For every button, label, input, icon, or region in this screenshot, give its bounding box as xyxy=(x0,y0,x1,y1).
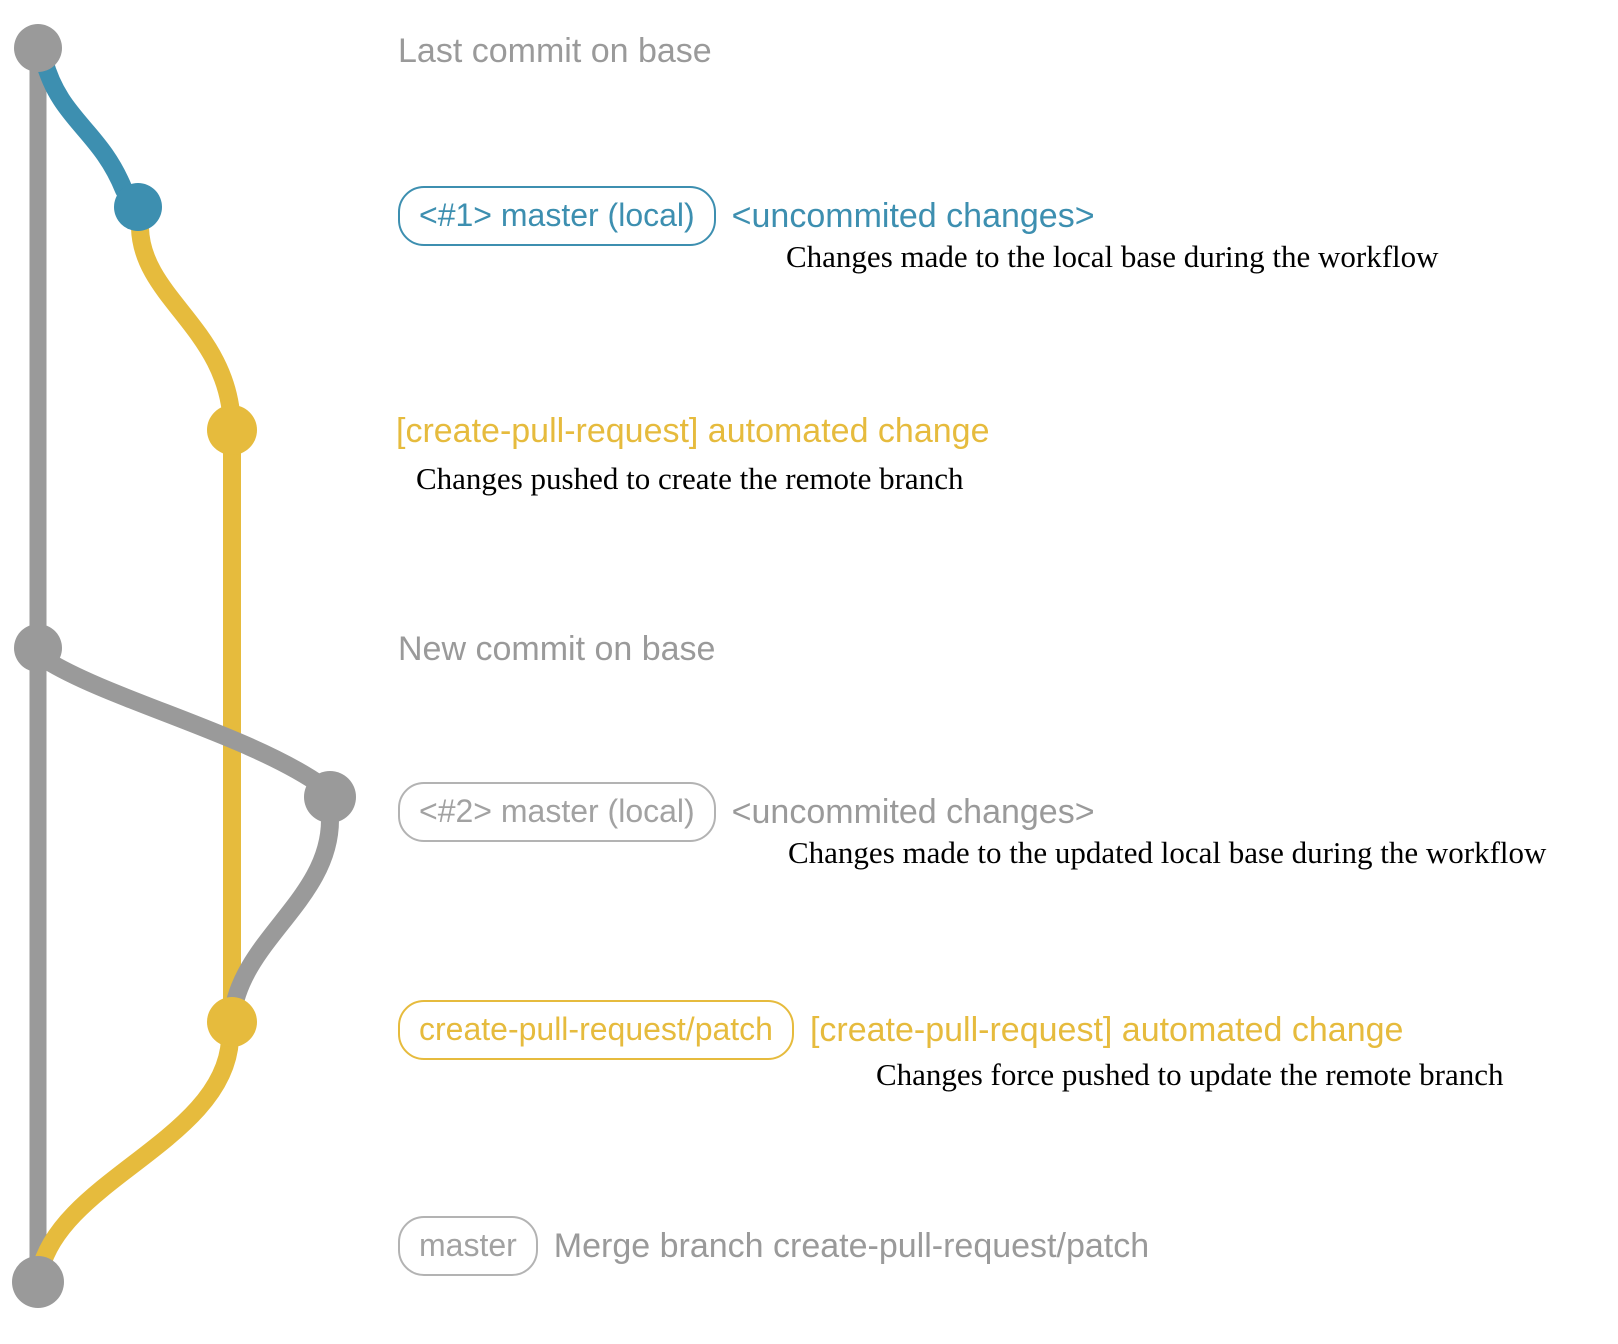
commit-subject: <uncommited changes> xyxy=(731,196,1095,235)
row-last-commit-on-base: Last commit on base xyxy=(398,32,712,70)
annotation-local-1: Changes made to the local base during th… xyxy=(786,239,1439,274)
commit-node-patch-2[interactable] xyxy=(207,997,257,1047)
base-to-local2-line xyxy=(37,651,331,795)
ref-badge-master[interactable]: master xyxy=(398,1216,538,1276)
commit-node-local-2[interactable] xyxy=(304,771,356,823)
commit-node-base-top[interactable] xyxy=(14,24,62,72)
commit-subject: Last commit on base xyxy=(398,32,712,70)
patch-to-merge-line xyxy=(31,1031,239,1281)
annotation-local-2: Changes made to the updated local base d… xyxy=(788,835,1547,870)
row-automated-change-1: [create-pull-request] automated change xyxy=(396,412,989,450)
commit-node-merge[interactable] xyxy=(12,1256,64,1308)
commit-node-patch-1[interactable] xyxy=(207,405,257,455)
commit-subject: [create-pull-request] automated change xyxy=(809,1010,1404,1049)
ref-badge-master-local-2[interactable]: <#2> master (local) xyxy=(398,782,716,842)
commit-subject: <uncommited changes> xyxy=(731,792,1095,831)
row-merge-commit: master Merge branch create-pull-request/… xyxy=(398,1216,1149,1276)
patch-branch-line-1 xyxy=(131,219,241,439)
commit-subject: New commit on base xyxy=(398,630,716,668)
annotation-automated-change-1: Changes pushed to create the remote bran… xyxy=(416,461,964,496)
row-automated-change-2: create-pull-request/patch [create-pull-r… xyxy=(398,1000,1403,1060)
row-local-1: <#1> master (local) <uncommited changes> xyxy=(398,186,1095,246)
ref-badge-master-local-1[interactable]: <#1> master (local) xyxy=(398,186,716,246)
commit-node-base-new[interactable] xyxy=(14,624,62,672)
row-new-commit-on-base: New commit on base xyxy=(398,630,715,668)
row-local-2: <#2> master (local) <uncommited changes> xyxy=(398,782,1095,842)
ref-badge-create-pull-request-patch[interactable]: create-pull-request/patch xyxy=(398,1000,794,1060)
commit-subject: Merge branch create-pull-request/patch xyxy=(553,1226,1150,1265)
commit-node-local-1[interactable] xyxy=(114,183,162,231)
local-branch-line xyxy=(35,51,133,199)
annotation-automated-change-2: Changes force pushed to update the remot… xyxy=(876,1057,1504,1092)
commit-subject: [create-pull-request] automated change xyxy=(396,412,990,450)
local2-to-patch2-line xyxy=(223,811,339,1027)
